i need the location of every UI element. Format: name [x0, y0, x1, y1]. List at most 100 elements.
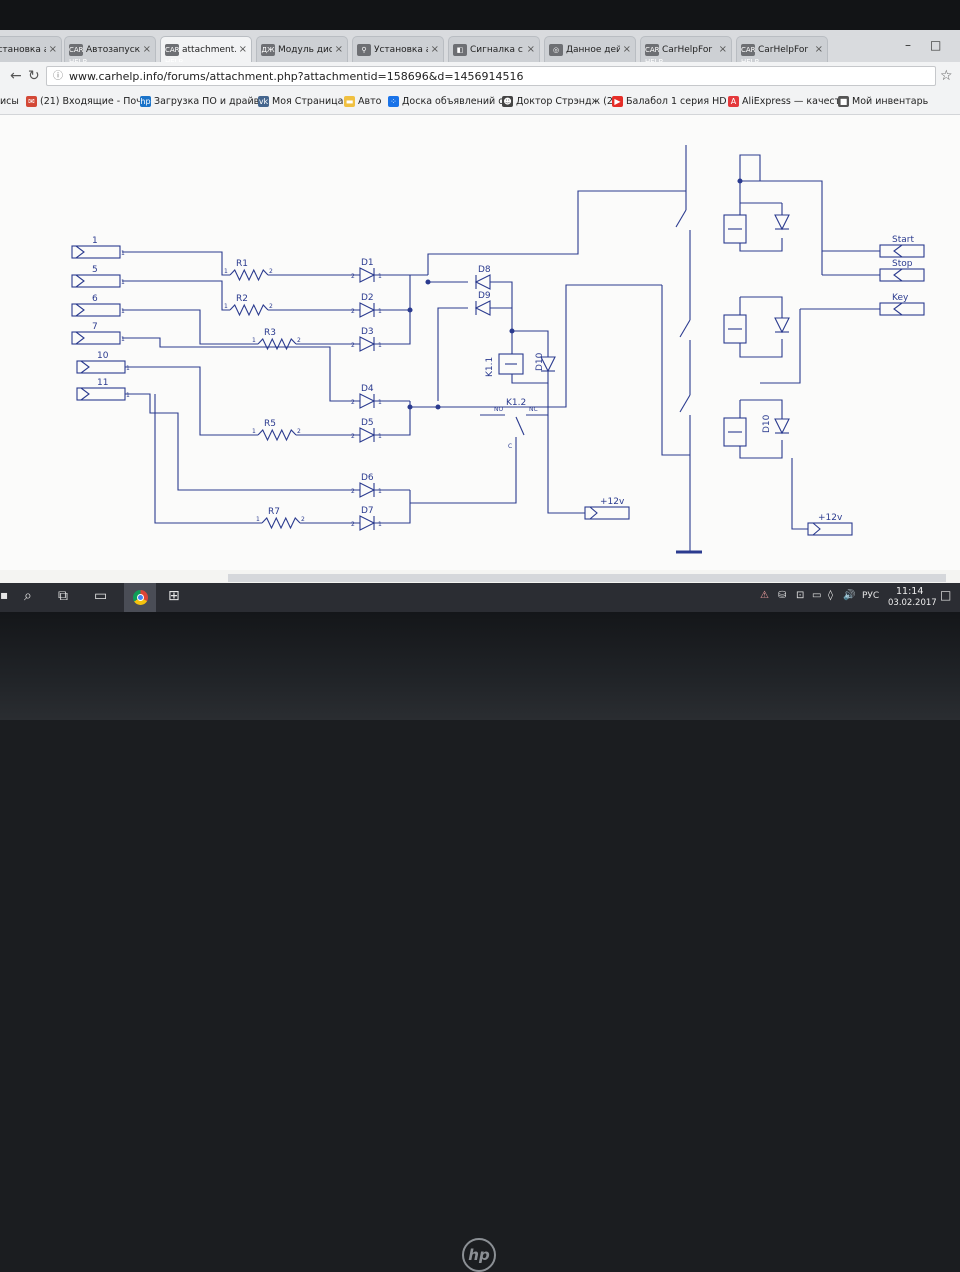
pin-label: 1 — [378, 521, 382, 528]
input-label: 5 — [92, 265, 98, 275]
bookmark-item[interactable]: ▬Авто — [344, 96, 381, 107]
bookmark-item[interactable]: ▶Балабол 1 серия HD — [612, 96, 727, 107]
battery-tray-icon[interactable]: ▭ — [812, 590, 822, 601]
bookmark-item[interactable]: ⁘Доска объявлений о — [388, 96, 504, 107]
wire — [125, 366, 258, 436]
output-connector-arrow — [893, 244, 903, 258]
page-info-icon[interactable]: ⓘ — [53, 71, 63, 82]
pin-label: 2 — [297, 337, 301, 344]
pin-label: 1 — [378, 433, 382, 440]
wire — [427, 190, 686, 275]
back-icon[interactable]: ← — [10, 68, 22, 84]
network-tray-icon[interactable]: ◊ — [828, 590, 833, 601]
browser-tab[interactable]: ◎Данное дей× — [544, 36, 636, 62]
bookmark-item[interactable]: ✉(21) Входящие - Почт — [26, 96, 147, 107]
tab-close-icon[interactable]: × — [814, 44, 823, 55]
url-input[interactable]: ⓘ www.carhelp.info/forums/attachment.php… — [46, 66, 936, 86]
pin-label: 2 — [351, 521, 355, 528]
diode-d2 — [359, 302, 376, 318]
pin-label: 2 — [269, 268, 273, 275]
tab-close-icon[interactable]: × — [238, 44, 247, 55]
junction-dot — [737, 178, 743, 184]
start-button[interactable]: ▪ — [0, 588, 9, 602]
tab-title: Данное дей — [566, 44, 620, 55]
bookmark-item[interactable]: ☻Доктор Стрэндж (20 — [502, 96, 619, 107]
diode-label: D1 — [361, 258, 374, 268]
diode-d4 — [359, 393, 376, 409]
input-connector-arrow — [80, 360, 90, 374]
language-indicator[interactable]: РУС — [862, 591, 880, 601]
tab-favicon: CAR HELP — [645, 43, 663, 62]
wire — [374, 275, 411, 345]
pin-label: 1 — [252, 428, 256, 435]
horizontal-scrollbar[interactable] — [228, 574, 946, 582]
power-label: +12v — [818, 513, 843, 523]
device-tray-icon[interactable]: ⊡ — [796, 590, 805, 601]
reload-icon[interactable]: ↻ — [28, 68, 40, 84]
pin-label: 1 — [126, 392, 130, 399]
notification-icon[interactable]: □ — [940, 588, 952, 602]
browser-tab[interactable]: Установка а× — [0, 36, 62, 62]
diode-label: D5 — [361, 418, 374, 428]
input-connector — [71, 303, 121, 317]
diode-label: D10 — [762, 414, 772, 433]
bookmark-star-icon[interactable]: ☆ — [940, 68, 953, 84]
bookmark-label: Балабол 1 серия HD — [626, 96, 727, 107]
warning-tray-icon[interactable]: ⚠ — [760, 590, 769, 601]
pin-label: 2 — [351, 308, 355, 315]
diode-d8 — [474, 274, 491, 290]
tab-close-icon[interactable]: × — [48, 44, 57, 55]
bookmark-favicon: vk — [258, 96, 269, 107]
drive-tray-icon[interactable]: ⛁ — [778, 590, 787, 601]
browser-tab[interactable]: ⚲Установка а× — [352, 36, 444, 62]
diode-d3 — [359, 336, 376, 352]
tab-close-icon[interactable]: × — [142, 44, 151, 55]
task-view-icon[interactable]: ⧉ — [58, 588, 68, 604]
search-icon[interactable]: ⌕ — [24, 588, 32, 604]
diode-d6 — [359, 482, 376, 498]
clock-date[interactable]: 03.02.2017 — [888, 598, 937, 608]
tab-close-icon[interactable]: × — [622, 44, 631, 55]
relay-nc-label: NC — [529, 406, 538, 413]
volume-icon[interactable]: 🔊 — [843, 590, 856, 601]
diode-label: D6 — [361, 473, 374, 483]
tab-favicon: ◎ — [549, 43, 563, 56]
tab-close-icon[interactable]: × — [718, 44, 727, 55]
relay-coil-stop — [723, 314, 747, 344]
diode-stop-flyback — [774, 317, 790, 334]
bookmark-item[interactable]: исы — [0, 96, 19, 107]
tab-close-icon[interactable]: × — [430, 44, 439, 55]
power-connector — [807, 522, 853, 536]
minimize-button[interactable]: – — [905, 38, 911, 52]
chrome-taskbar-button[interactable] — [124, 583, 156, 612]
clock-time[interactable]: 11:14 — [896, 586, 924, 597]
relay-no-label: NO — [494, 406, 503, 413]
diode-d10-right — [774, 418, 790, 435]
bookmark-item[interactable]: ■Мой инвентарь — [838, 96, 928, 107]
maximize-button[interactable]: □ — [930, 38, 942, 52]
tab-favicon: ДЖ — [261, 43, 275, 56]
store-icon[interactable]: ⊞ — [168, 588, 180, 604]
pin-label: 2 — [351, 342, 355, 349]
file-explorer-icon[interactable]: ▭ — [94, 588, 108, 604]
output-connector — [879, 244, 925, 258]
diode-label: D10 — [535, 352, 545, 371]
tab-close-icon[interactable]: × — [526, 44, 535, 55]
diode-d5 — [359, 427, 376, 443]
power-label: +12v — [600, 497, 625, 507]
browser-tab[interactable]: ◧Сигналка с× — [448, 36, 540, 62]
bookmark-label: Авто — [358, 96, 382, 107]
tab-close-icon[interactable]: × — [334, 44, 343, 55]
relay-contact — [679, 319, 691, 338]
junction-dot — [509, 328, 515, 334]
diode-label: D8 — [478, 265, 491, 275]
